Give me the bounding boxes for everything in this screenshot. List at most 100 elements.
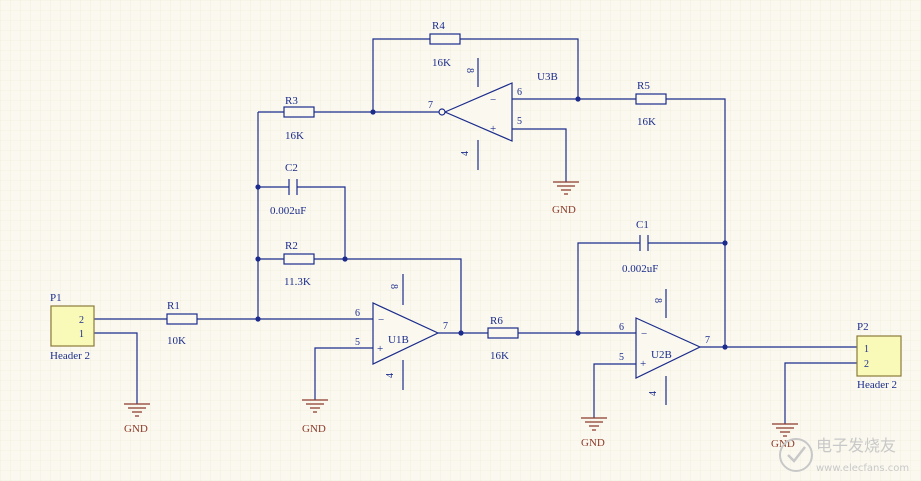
ground-icon (124, 403, 150, 417)
capacitor-c1[interactable]: C1 0.002uF (622, 219, 658, 275)
wire-r2-to-u1b-out (314, 258, 462, 333)
header-ref: P1 (50, 292, 62, 304)
resistor-r4[interactable]: R4 16K (429, 20, 461, 69)
resistor-value: 10K (167, 335, 186, 347)
opamp-pin-out: 7 (428, 100, 433, 111)
resistor-ref: R6 (490, 315, 503, 327)
resistor-value: 16K (637, 116, 656, 128)
resistor-ref: R5 (637, 80, 650, 92)
junction-dot (575, 96, 581, 102)
opamp-pin-noninv: 5 (355, 337, 360, 348)
opamp-pin-inv: 6 (619, 322, 624, 333)
opamp-u1b[interactable]: 8 4 − + 6 5 7 U1B (355, 274, 448, 390)
opamp-inv-sign: − (641, 328, 647, 340)
header-p2[interactable]: P2 1 2 Header 2 (856, 321, 902, 391)
opamp-u2b[interactable]: 8 4 − + 6 5 7 U2B (619, 289, 710, 405)
header-p1[interactable]: P1 2 1 Header 2 (50, 292, 95, 362)
resistor-value: 11.3K (284, 276, 311, 288)
junction-dot (722, 344, 728, 350)
opamp-triangle (443, 82, 513, 142)
resistor-r3[interactable]: R3 16K (283, 95, 315, 142)
opamp-u3b[interactable]: 8 4 − + 6 5 7 U3B (428, 58, 558, 170)
resistor-body (283, 106, 315, 118)
opamp-inv-sign: − (378, 314, 384, 326)
ground-label: GND (302, 423, 326, 435)
resistor-value: 16K (432, 57, 451, 69)
opamp-pin-inv: 6 (355, 308, 360, 319)
watermark: 电子发烧友 www.elecfans.com (779, 436, 909, 474)
capacitor-ref: C2 (285, 162, 298, 174)
wire-p2-to-ground (784, 362, 857, 424)
resistor-body (635, 93, 667, 105)
opamp-pin-noninv: 5 (619, 352, 624, 363)
header-pin: 2 (864, 359, 869, 370)
watermark-logo-mark (787, 446, 806, 463)
junction-dot (342, 256, 348, 262)
ground-label: GND (552, 204, 576, 216)
junction-dot (458, 330, 464, 336)
ground-u1b: GND (302, 399, 328, 435)
junction-dot (255, 256, 261, 262)
resistor-ref: R2 (285, 240, 298, 252)
resistor-body (166, 313, 198, 325)
junction-dot (255, 184, 261, 190)
wire-u3b-noninv-to-ground (512, 128, 567, 182)
opamp-pin-vminus: 4 (385, 373, 396, 378)
wire-u2b-noninv-to-ground (593, 363, 636, 418)
ground-u2b: GND (581, 417, 607, 449)
junctions (255, 96, 728, 350)
junction-dot (370, 109, 376, 115)
opamp-pin-vplus: 8 (464, 68, 475, 73)
opamp-pin-out: 7 (705, 335, 710, 346)
capacitor-value: 0.002uF (622, 263, 658, 275)
resistor-ref: R4 (432, 20, 445, 32)
opamp-pin-vminus: 4 (460, 151, 471, 156)
resistor-value: 16K (490, 350, 509, 362)
resistor-r6[interactable]: R6 16K (487, 315, 519, 362)
header-body (50, 305, 95, 347)
opamp-pin-vminus: 4 (648, 391, 659, 396)
junction-dot (722, 240, 728, 246)
resistor-body (283, 253, 315, 265)
ground-icon (772, 423, 798, 437)
resistor-value: 16K (285, 130, 304, 142)
wire-c1-left (577, 242, 640, 333)
wire-c2-to-r2-node (297, 186, 346, 259)
opamp-triangle (635, 317, 702, 379)
capacitor-ref: C1 (636, 219, 649, 231)
capacitor-value: 0.002uF (270, 205, 306, 217)
resistor-body (487, 327, 519, 339)
resistor-ref: R1 (167, 300, 180, 312)
resistor-r1[interactable]: R1 10K (166, 300, 198, 347)
ground-p1: GND (124, 403, 150, 435)
resistor-ref: R3 (285, 95, 298, 107)
output-bubble (438, 108, 446, 116)
header-type: Header 2 (50, 350, 90, 362)
ground-icon (302, 399, 328, 413)
opamp-pin-vplus: 8 (388, 284, 399, 289)
resistor-body (429, 33, 461, 45)
resistor-r5[interactable]: R5 16K (635, 80, 667, 128)
header-pin: 1 (864, 344, 869, 355)
watermark-url: www.elecfans.com (816, 463, 909, 474)
wire-r5-to-output-node (666, 98, 726, 347)
opamp-pin-inv: 6 (517, 87, 522, 98)
wire-r4-right (460, 38, 579, 99)
ground-icon (553, 181, 579, 195)
opamp-triangle (372, 302, 440, 365)
resistor-r2[interactable]: R2 11.3K (283, 240, 315, 288)
ground-icon (581, 417, 607, 431)
opamp-inv-sign: − (490, 94, 496, 106)
opamp-pin-out: 7 (443, 321, 448, 332)
ground-u3b: GND (552, 181, 579, 216)
header-ref: P2 (857, 321, 869, 333)
wire-p1-to-ground (94, 332, 138, 404)
junction-dot (575, 330, 581, 336)
wire-u1b-noninv-to-ground (314, 347, 373, 400)
opamp-ref: U2B (651, 349, 672, 361)
capacitor-c2[interactable]: C2 0.002uF (270, 162, 306, 217)
opamp-noninv-sign: + (377, 343, 383, 355)
header-pin: 2 (79, 315, 84, 326)
